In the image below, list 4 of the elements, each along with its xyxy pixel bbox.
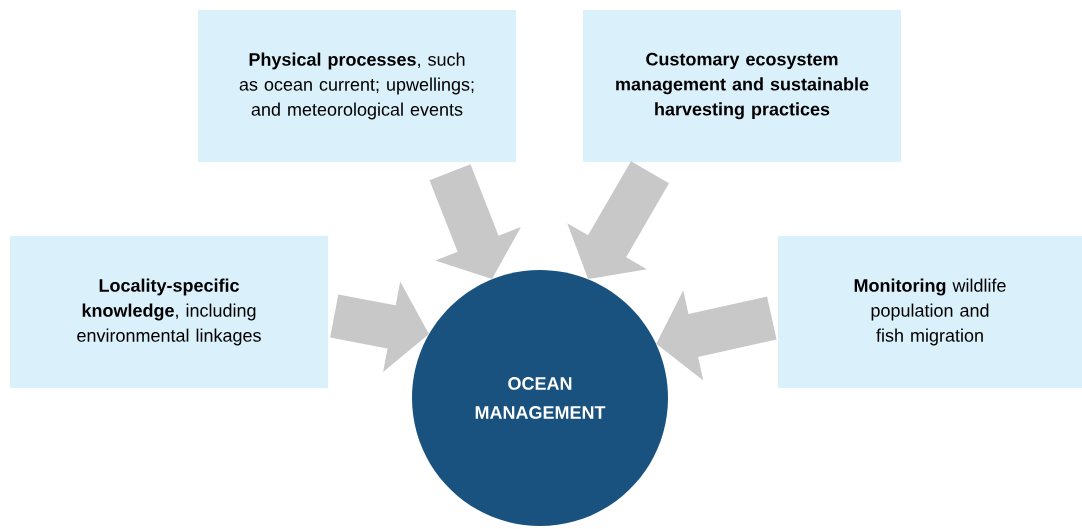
info-box: Locality-specific knowledge, including environmental linkages <box>10 236 328 388</box>
info-box: Physical processes, such as ocean current; upwellings; and meteorological events <box>198 10 516 162</box>
info-box: Customary ecosystem management and sustainable harvesting practices <box>583 10 901 162</box>
info-box: Monitoring wildlife population and fish migration <box>778 236 1082 388</box>
